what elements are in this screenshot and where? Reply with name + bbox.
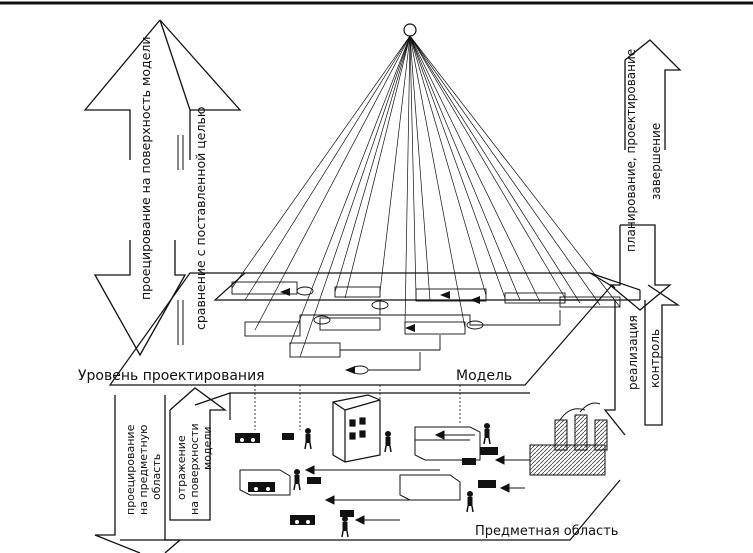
projection-ray	[409, 35, 417, 296]
model-blocks	[231, 281, 621, 375]
projection-ray	[254, 35, 411, 331]
projection-ray	[409, 35, 521, 301]
right-lower-arrow	[603, 284, 681, 436]
label-compare-goal: сравнение с поставленной целью	[193, 107, 208, 330]
projection-ray	[409, 35, 506, 299]
projection-ray	[409, 35, 581, 304]
factory-building	[529, 402, 608, 476]
subject-arrows	[304, 430, 530, 525]
label-proj-domain-line2: на предметную	[137, 425, 150, 515]
projection-ray	[289, 35, 411, 346]
level-connectors	[254, 385, 461, 430]
label-subject-area: Предметная область	[475, 524, 618, 539]
label-reflect-line1: отражение	[175, 435, 188, 500]
projection-ray	[231, 35, 411, 289]
projection-ray	[409, 35, 541, 303]
label-proj-domain-line3: область	[150, 454, 163, 500]
label-reflect-line2: на поверхности	[188, 423, 201, 515]
label-design-level: Уровень проектирования	[78, 368, 265, 384]
person-icon	[293, 469, 301, 491]
person-icon	[483, 423, 491, 445]
label-projection-model-surface: проецирование на поверхность модели	[138, 36, 153, 300]
subject-area-plane	[120, 392, 621, 541]
projection-ray	[409, 35, 487, 296]
people-icons	[293, 423, 491, 538]
projection-ray	[334, 35, 411, 293]
projection-ray	[344, 35, 411, 299]
left-big-arrow	[83, 19, 242, 357]
projection-ray	[379, 35, 411, 293]
projection-ray	[244, 35, 411, 301]
label-control: контроль	[648, 329, 662, 388]
person-icon	[304, 428, 312, 450]
person-icon	[341, 516, 349, 538]
truck-wheels	[240, 438, 310, 524]
person-icon	[384, 431, 392, 453]
label-reflect-line3: модели	[201, 426, 214, 470]
apex-point	[403, 23, 417, 37]
label-completion: завершение	[649, 123, 663, 200]
projection-ray	[409, 35, 431, 301]
person-icon	[466, 491, 474, 513]
office-building	[332, 394, 381, 463]
projection-ray	[409, 35, 466, 329]
projection-ray	[299, 35, 411, 358]
label-model: Модель	[456, 368, 512, 384]
projection-ray	[409, 35, 566, 299]
right-big-arrow	[608, 39, 682, 311]
projection-ray	[409, 35, 601, 306]
projection-ray	[409, 35, 621, 308]
left-guide-lines	[177, 135, 184, 345]
label-proj-domain-line1: проецирование	[124, 424, 137, 515]
model-arrowheads	[280, 288, 480, 374]
projection-ray	[404, 35, 411, 326]
label-planning-design: планирование, проектирование	[624, 49, 638, 252]
projection-rays	[231, 35, 621, 358]
lower-left-arrows	[94, 387, 227, 553]
truck-icons	[235, 433, 498, 525]
label-realization: реализация	[626, 315, 640, 390]
